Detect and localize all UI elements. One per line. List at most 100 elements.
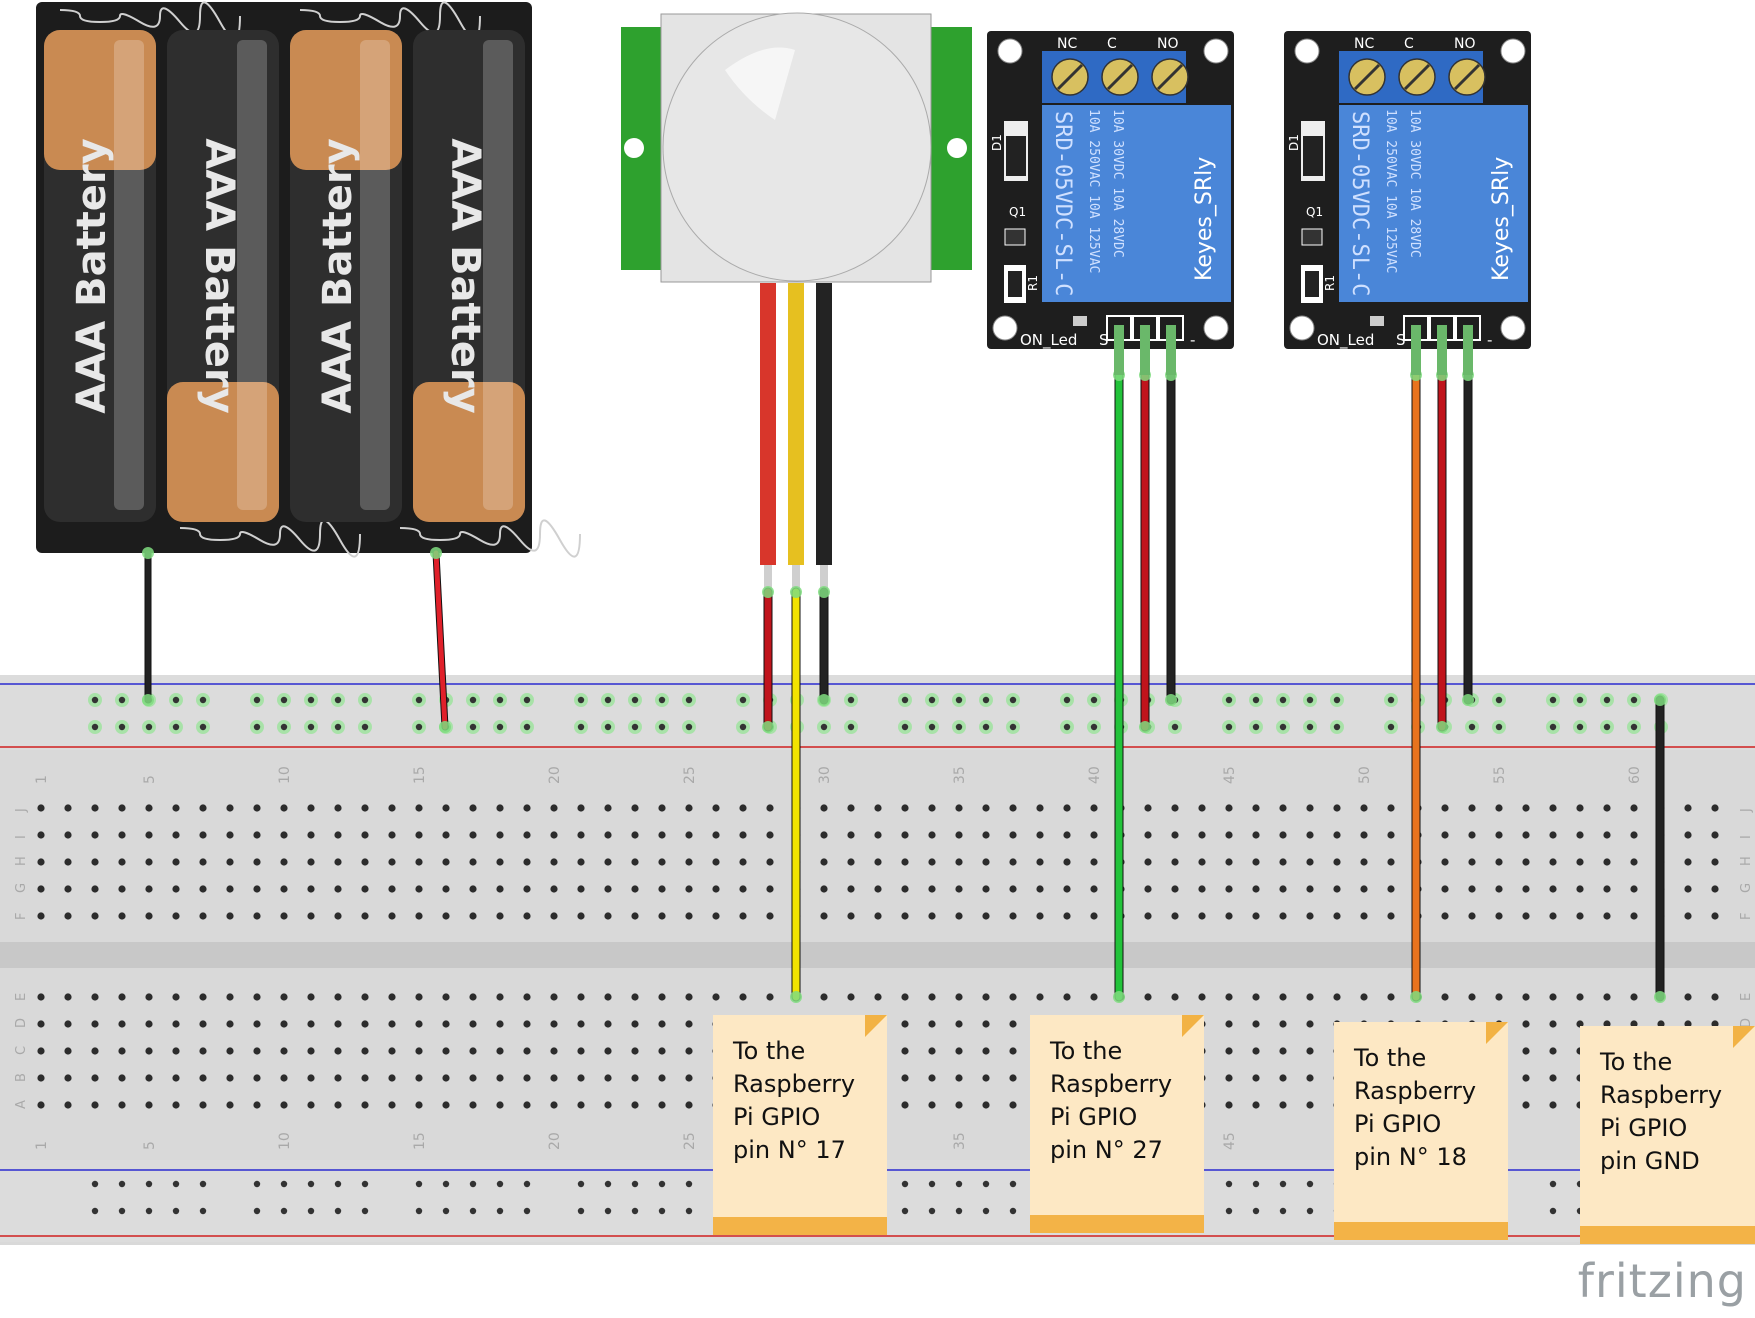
breadboard-hole — [226, 804, 234, 812]
breadboard-hole — [1522, 831, 1530, 839]
breadboard-hole — [226, 1074, 234, 1082]
breadboard-hole — [631, 1074, 639, 1082]
breadboard-hole — [1144, 993, 1152, 1001]
rail-hole — [199, 1207, 207, 1215]
relay-mount-hole — [1203, 315, 1229, 341]
breadboard-hole — [1252, 993, 1260, 1001]
breadboard-hole — [64, 1047, 72, 1055]
relay-led-label: ON_Led — [1020, 331, 1077, 350]
rail-hole — [91, 1180, 99, 1188]
center-channel — [0, 942, 1755, 968]
column-number: 15 — [412, 1132, 428, 1150]
breadboard-hole — [1522, 885, 1530, 893]
breadboard-hole — [1279, 1074, 1287, 1082]
breadboard-hole — [982, 1047, 990, 1055]
pir-sensor — [621, 12, 972, 589]
breadboard-hole — [1549, 831, 1557, 839]
breadboard-hole — [577, 993, 585, 1001]
breadboard-hole — [901, 1074, 909, 1082]
breadboard-hole — [1279, 858, 1287, 866]
relay-silk-label: R1 — [1026, 275, 1040, 291]
relay-screw-slot — [1353, 63, 1381, 91]
pir-wire-yellow — [788, 283, 804, 565]
breadboard-hole — [901, 831, 909, 839]
breadboard-hole — [523, 831, 531, 839]
rail-hole — [1306, 1180, 1314, 1188]
breadboard-hole — [442, 1020, 450, 1028]
breadboard-hole — [226, 1020, 234, 1028]
breadboard-hole — [334, 885, 342, 893]
rail-hole — [1387, 723, 1395, 731]
rail-hole — [1225, 696, 1233, 704]
rail-hole — [307, 723, 315, 731]
breadboard-hole — [1198, 858, 1206, 866]
breadboard-hole — [37, 885, 45, 893]
breadboard-hole — [847, 912, 855, 920]
relay-screw-slot — [1106, 63, 1134, 91]
breadboard-hole — [982, 993, 990, 1001]
breadboard-hole — [1333, 858, 1341, 866]
breadboard-hole — [64, 993, 72, 1001]
breadboard-hole — [685, 1047, 693, 1055]
pir-dome — [662, 12, 932, 282]
breadboard-hole — [982, 1020, 990, 1028]
breadboard-hole — [1630, 912, 1638, 920]
rail-hole — [172, 1207, 180, 1215]
breadboard-hole — [91, 1020, 99, 1028]
rail-hole — [577, 723, 585, 731]
breadboard-hole — [685, 912, 693, 920]
breadboard-hole — [37, 1047, 45, 1055]
breadboard-hole — [334, 831, 342, 839]
pir-wire-black — [816, 283, 832, 565]
rail-hole — [1603, 723, 1611, 731]
rail-hole — [496, 723, 504, 731]
breadboard-hole — [253, 804, 261, 812]
breadboard-hole — [469, 831, 477, 839]
breadboard-hole — [982, 804, 990, 812]
relay-rating: 10A 30VDC 10A 28VDC — [1407, 109, 1422, 258]
rail-hole — [1090, 723, 1098, 731]
pir-wire-pin — [764, 565, 772, 589]
breadboard-hole — [442, 1101, 450, 1109]
column-number: 1 — [34, 775, 50, 784]
breadboard-hole — [1468, 804, 1476, 812]
breadboard-hole — [982, 1101, 990, 1109]
rail-hole — [415, 1207, 423, 1215]
note-line: pin GND — [1600, 1147, 1700, 1175]
breadboard-hole — [631, 993, 639, 1001]
breadboard-hole — [1009, 1074, 1017, 1082]
rail-hole — [199, 723, 207, 731]
rail-hole — [280, 723, 288, 731]
breadboard-hole — [847, 885, 855, 893]
breadboard-hole — [1522, 1020, 1530, 1028]
rail-hole — [982, 723, 990, 731]
battery-highlight — [483, 40, 513, 510]
rail-hole — [415, 723, 423, 731]
row-letter: J — [14, 808, 29, 813]
relay-diode-band — [1303, 136, 1323, 176]
battery-label: AAA Battery — [69, 138, 115, 413]
rail-hole — [1495, 696, 1503, 704]
breadboard-hole — [1009, 1020, 1017, 1028]
row-letter: G — [1739, 883, 1754, 893]
breadboard-hole — [172, 1074, 180, 1082]
breadboard-hole — [469, 858, 477, 866]
breadboard-hole — [658, 1074, 666, 1082]
wire-endpoint — [1654, 991, 1666, 1003]
breadboard-hole — [145, 1047, 153, 1055]
note-footer — [1030, 1215, 1204, 1233]
breadboard-hole — [415, 1074, 423, 1082]
pir-mount-hole — [624, 138, 644, 158]
row-letter: G — [14, 883, 29, 893]
breadboard-hole — [280, 1047, 288, 1055]
column-number: 10 — [277, 1132, 293, 1150]
breadboard-hole — [199, 1020, 207, 1028]
top-rail-strip — [0, 675, 1755, 750]
breadboard-hole — [1225, 993, 1233, 1001]
note-line: To the — [733, 1037, 806, 1065]
wire-endpoint — [1436, 721, 1448, 733]
rail-hole — [1252, 1207, 1260, 1215]
breadboard-hole — [1009, 912, 1017, 920]
breadboard-hole — [1036, 993, 1044, 1001]
